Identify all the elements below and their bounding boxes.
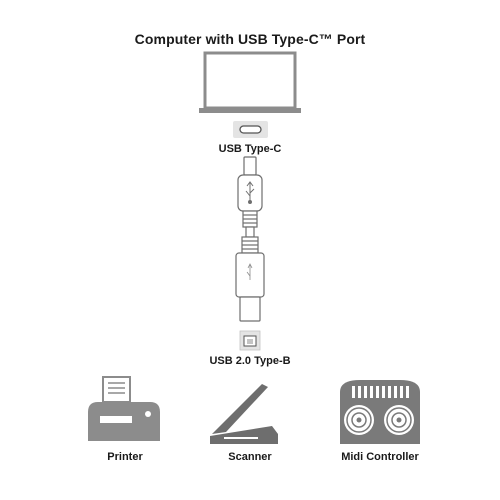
usb-logo-icon	[246, 263, 253, 280]
printer-icon	[88, 376, 160, 441]
usb-b-label: USB 2.0 Type-B	[209, 355, 291, 367]
midi-controller-icon	[340, 380, 420, 444]
scanner-label: Scanner	[228, 451, 272, 463]
scanner-icon	[210, 384, 278, 444]
midi-controller-label: Midi Controller	[341, 451, 419, 463]
usb-c-port-icon	[233, 121, 268, 138]
usb-c-label: USB Type-C	[218, 143, 282, 155]
printer-label: Printer	[107, 451, 143, 463]
usb-logo-icon	[245, 181, 255, 204]
laptop-icon	[199, 51, 301, 113]
diagram-title: Computer with USB Type-C™ Port	[134, 31, 366, 47]
usb-b-port-icon	[239, 330, 261, 351]
